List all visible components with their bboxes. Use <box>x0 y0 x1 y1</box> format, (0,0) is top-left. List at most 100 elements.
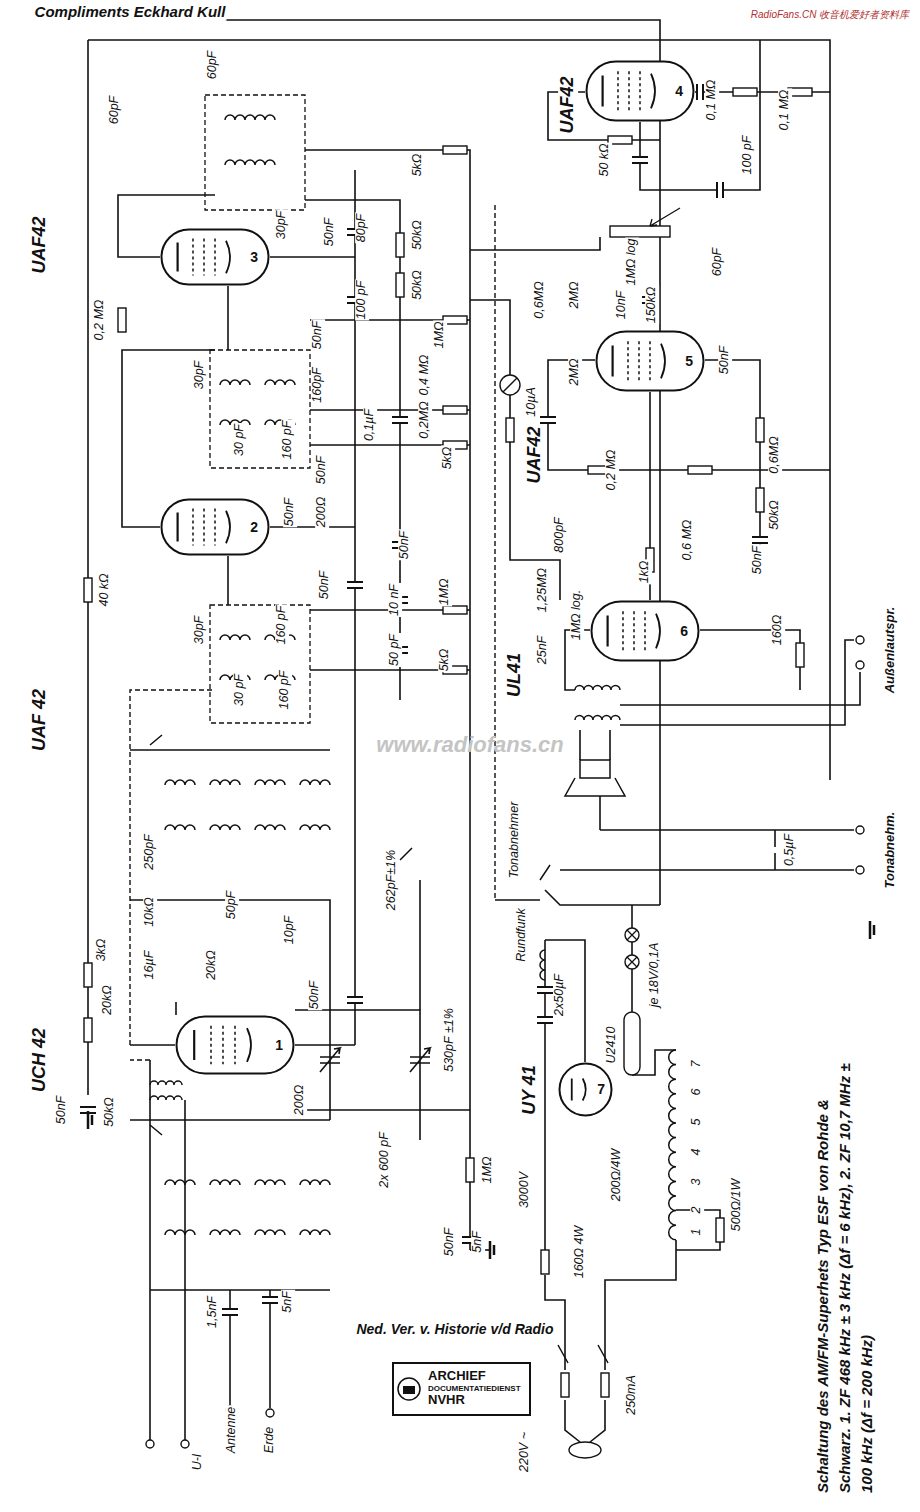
coil <box>575 686 620 691</box>
component-value: 220V ~ <box>518 1431 532 1473</box>
coil <box>300 780 330 785</box>
screened-cable <box>494 205 495 900</box>
wire <box>495 899 540 901</box>
component-value: 30pF <box>193 360 207 391</box>
wire <box>305 200 400 700</box>
component-value: 30pF <box>193 615 207 646</box>
figure-caption: Schaltung des AM/FM-Superhets Typ ESF vo… <box>812 1063 878 1493</box>
component-value: 50nF <box>315 455 329 486</box>
wire <box>175 1002 177 1015</box>
coil <box>220 380 250 385</box>
wire <box>705 360 760 560</box>
component-value: 1MΩ log <box>625 237 639 286</box>
coil <box>165 1180 195 1185</box>
component-value: 800pF <box>553 516 567 553</box>
coil <box>255 1180 285 1185</box>
tube-grid <box>210 1026 212 1064</box>
tube-grid <box>214 508 216 545</box>
component-value: 5nF <box>471 1230 485 1254</box>
ground-symbol <box>870 921 874 939</box>
tube-cathode <box>247 1028 251 1062</box>
potentiometer-wiper <box>650 208 680 226</box>
tap-number: 1 <box>690 1228 704 1237</box>
wire <box>565 1400 580 1442</box>
resistor-symbol <box>118 308 126 332</box>
meter-needle <box>503 378 517 392</box>
resistor-symbol <box>396 273 404 297</box>
watermark: www.radiofans.cn <box>375 733 564 757</box>
tube-envelope-outline <box>587 62 694 121</box>
tube-cathode <box>651 74 655 109</box>
capacitor-symbol <box>392 417 408 423</box>
tube-number: 2 <box>250 519 258 535</box>
component-value: 20kΩ <box>101 984 115 1016</box>
component-value: 50nF <box>718 345 732 376</box>
tube-grid <box>628 71 630 111</box>
component-value: 1MΩ <box>481 1156 495 1185</box>
component-value: Antenne <box>225 1406 239 1455</box>
barretter-symbol <box>624 1012 640 1075</box>
tube-cathode <box>226 511 230 543</box>
component-value: Tonabnehm. <box>883 811 897 890</box>
resistor-symbol <box>84 963 92 987</box>
component-value: 150kΩ <box>645 286 659 325</box>
credit-line: Compliments Eckhard Kull <box>34 4 227 21</box>
resistor-symbol <box>466 1158 474 1182</box>
tube-grid <box>649 341 651 381</box>
resistor-symbol <box>756 488 764 512</box>
tube-envelope-outline <box>592 602 699 661</box>
component-value: 5kΩ <box>438 648 452 673</box>
tube-envelope: 4 <box>585 60 695 122</box>
component-value: je 18V/0,1A <box>648 942 662 1009</box>
component-value: U2410 <box>605 1026 619 1065</box>
meter-symbol <box>500 375 520 395</box>
tube-envelope: 3 <box>160 228 270 286</box>
resistor-symbol <box>541 1250 549 1274</box>
coil <box>300 1180 330 1185</box>
logo-ring <box>398 1378 420 1400</box>
tube-grid <box>633 611 635 651</box>
component-value: 200Ω/4W <box>610 1148 624 1203</box>
wire <box>227 286 229 350</box>
component-value: Tonabnehmer <box>508 801 522 880</box>
tap-number: 4 <box>690 1148 704 1157</box>
component-value: 262pF±1% <box>385 849 399 911</box>
tube-type: UAF42 <box>30 215 50 274</box>
tube-plate <box>177 513 179 542</box>
component-value: 0,6MΩ <box>768 435 782 474</box>
component-value: Erde <box>263 1426 277 1454</box>
coil <box>150 1096 182 1100</box>
coil <box>255 1230 285 1235</box>
wire <box>269 1290 271 1408</box>
wire <box>300 1109 470 1111</box>
tube-plate <box>606 616 608 647</box>
tube-grid <box>627 341 629 381</box>
tube-type: UY 41 <box>520 1064 540 1116</box>
tube-envelope: 7 <box>558 1062 613 1117</box>
coil <box>225 115 275 120</box>
tube-type: UL41 <box>505 652 525 698</box>
component-value: 0,2MΩ <box>418 400 432 439</box>
component-value: 50nF <box>283 497 297 528</box>
tube-grid <box>639 71 641 111</box>
component-value: 2MΩ <box>568 358 582 387</box>
resistor-symbol <box>84 578 92 602</box>
stamp-text: NVHR <box>428 1393 521 1408</box>
ground-symbol <box>88 1111 92 1129</box>
capacitor-symbol <box>347 997 363 1003</box>
tube-plate <box>177 243 179 272</box>
resistor-symbol <box>396 233 404 257</box>
tube-number: 4 <box>675 83 683 99</box>
tube-grid <box>192 238 194 275</box>
component-value: 3kΩ <box>95 938 109 963</box>
tube-grid <box>644 611 646 651</box>
component-value: 160Ω 4W <box>573 1225 587 1280</box>
component-value: 50nF <box>318 570 332 601</box>
resistor-symbol <box>84 1018 92 1042</box>
component-value: 50nF <box>308 980 322 1011</box>
wire <box>295 1010 420 1140</box>
tube-grid <box>617 71 619 111</box>
coil <box>225 160 275 165</box>
component-value: 0,6MΩ <box>533 280 547 319</box>
component-value: 40 kΩ <box>98 572 112 607</box>
